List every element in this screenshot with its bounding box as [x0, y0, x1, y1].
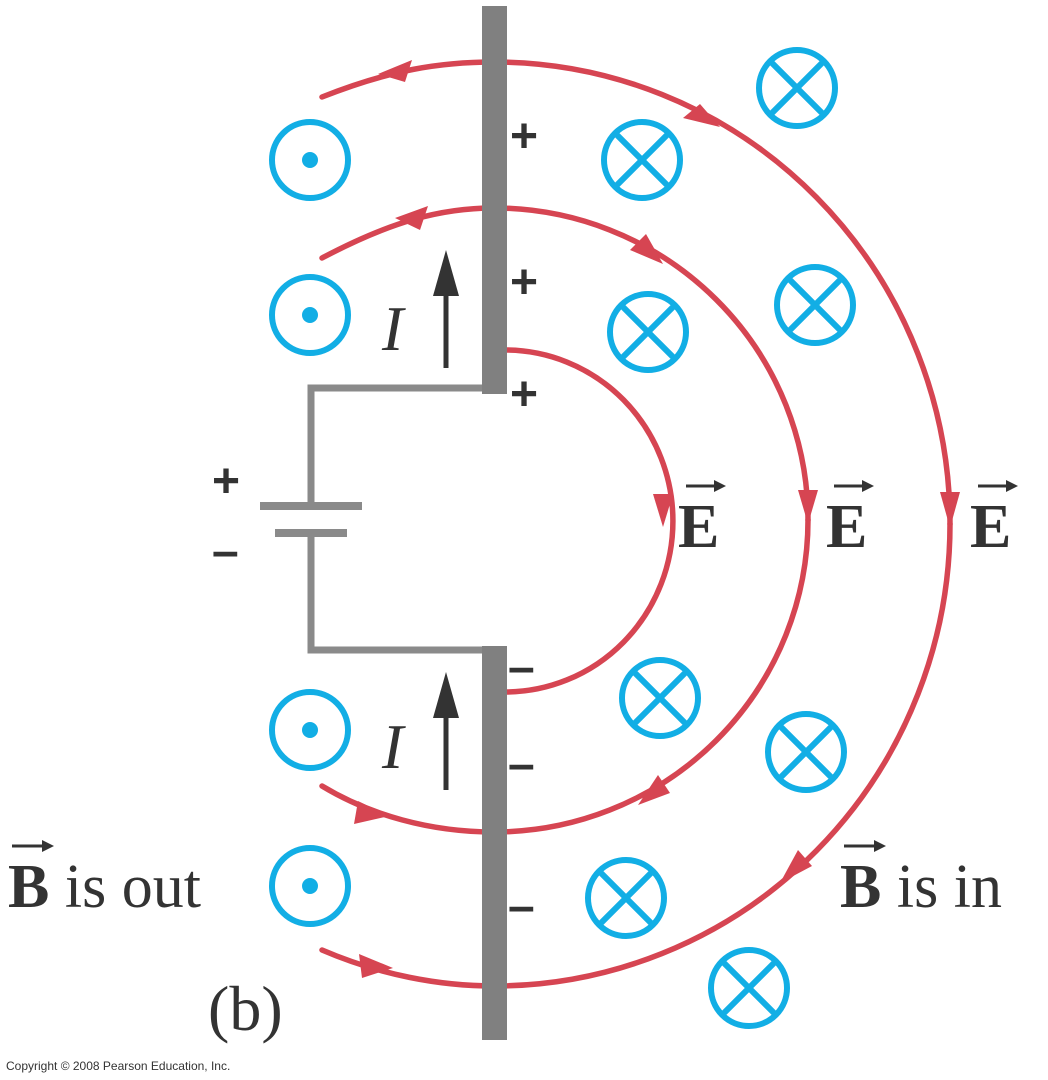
charges: + + + – – – — [508, 110, 538, 933]
upper-wire — [307, 384, 490, 506]
arrowhead — [780, 850, 812, 883]
e-field-label: E — [678, 493, 719, 561]
cross-in-circle-icon — [765, 711, 847, 793]
arrowhead — [683, 104, 720, 127]
lower-wire — [307, 533, 490, 654]
e-field-line-inner — [502, 347, 676, 695]
e-field-arrowheads — [354, 60, 960, 978]
cross-in-circle-icon — [585, 857, 667, 939]
vector-arrowhead — [874, 840, 886, 852]
negative-charge: – — [508, 738, 535, 791]
antenna-upper-rod — [482, 6, 507, 394]
arrowhead — [940, 492, 960, 528]
arrowhead — [638, 775, 670, 805]
e-label-inner: E — [678, 480, 726, 561]
b-in-caption: B is in — [840, 853, 1002, 921]
arrowhead — [653, 494, 673, 527]
arrowhead — [359, 954, 393, 978]
current-label: I — [381, 711, 406, 782]
dot-in-circle-icon — [269, 274, 351, 356]
arrowhead — [378, 60, 412, 82]
dot-in-circle-icon — [269, 119, 351, 201]
antenna-lower-rod — [482, 646, 507, 1040]
dot-in-circle-icon — [269, 845, 351, 927]
b-in-symbols — [585, 47, 856, 1029]
current-arrowhead — [433, 250, 459, 296]
b-out-label: B is out — [8, 840, 201, 921]
arrowhead — [354, 801, 389, 824]
cross-in-circle-icon — [774, 264, 856, 346]
current-label: I — [381, 293, 406, 364]
vector-arrowhead — [714, 480, 726, 492]
dot-in-circle-icon — [269, 689, 351, 771]
cross-in-circle-icon — [601, 119, 683, 201]
vector-arrowhead — [1006, 480, 1018, 492]
battery-minus-sign: – — [212, 525, 239, 578]
arrowhead — [395, 206, 428, 230]
cross-in-circle-icon — [619, 657, 701, 739]
e-field-label: E — [826, 493, 867, 561]
arrowhead — [798, 490, 818, 524]
part-label: (b) — [208, 973, 283, 1044]
cross-in-circle-icon — [708, 947, 790, 1029]
cross-in-circle-icon — [756, 47, 838, 129]
current-lower: I — [381, 672, 459, 790]
vector-arrowhead — [42, 840, 54, 852]
circuit: + – — [212, 384, 490, 654]
b-out-symbols — [269, 119, 351, 927]
antenna — [482, 6, 507, 1040]
positive-charge: + — [510, 368, 538, 421]
current-arrowhead — [433, 672, 459, 718]
e-label-outer: E — [970, 480, 1018, 561]
b-in-label: B is in — [840, 840, 1002, 921]
current-upper: I — [381, 250, 459, 368]
positive-charge: + — [510, 256, 538, 309]
battery-plus-sign: + — [212, 455, 240, 508]
e-label-middle: E — [826, 480, 874, 561]
cross-in-circle-icon — [607, 291, 689, 373]
arrowhead — [630, 234, 663, 264]
e-field-line-outer-bottom — [319, 521, 953, 989]
b-out-caption: B is out — [8, 853, 201, 921]
positive-charge: + — [510, 110, 538, 163]
copyright-notice: Copyright © 2008 Pearson Education, Inc. — [6, 1059, 230, 1073]
negative-charge: – — [508, 880, 535, 933]
e-field-line-middle-bottom — [319, 517, 811, 835]
e-field-label: E — [970, 493, 1011, 561]
negative-charge: – — [508, 641, 535, 694]
vector-arrowhead — [862, 480, 874, 492]
